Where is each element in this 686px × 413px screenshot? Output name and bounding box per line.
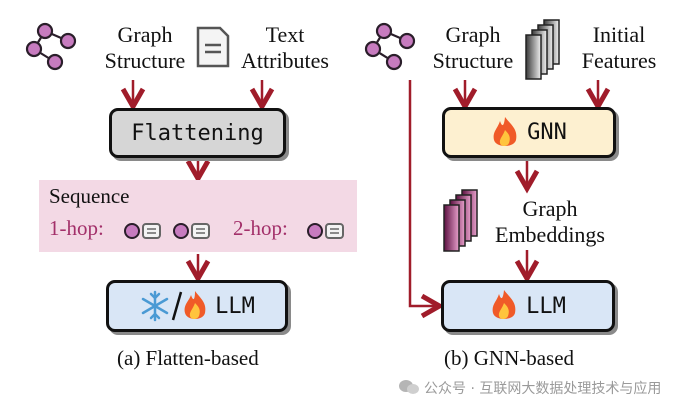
arrow	[408, 80, 437, 306]
feature-stack-icon	[443, 189, 478, 252]
hop1-label: 1-hop:	[49, 216, 104, 240]
text-token	[325, 223, 344, 239]
sequence-title: Sequence	[49, 184, 130, 208]
graph-structure-label: Graph Structure	[90, 22, 200, 74]
node-token	[173, 223, 189, 239]
text-attributes-label: Text Attributes	[230, 22, 340, 74]
text-token	[142, 223, 161, 239]
watermark-text: 公众号 · 互联网大数据处理技术与应用	[424, 381, 662, 397]
graph-icon	[25, 22, 77, 71]
slash	[171, 291, 183, 321]
sequence-panel: Sequence 1-hop: 2-hop:	[39, 180, 357, 252]
node-token	[307, 223, 323, 239]
llm-label: LLM	[526, 293, 566, 319]
initial-features-line2: Features	[581, 48, 657, 73]
caption-flatten: (a) Flatten-based	[117, 346, 259, 370]
graph-structure-line2: Structure	[104, 48, 186, 73]
fire-icon	[492, 290, 516, 319]
fire-icon	[184, 291, 206, 319]
feature-stack-icon	[525, 19, 560, 80]
text-token	[191, 223, 210, 239]
text-attributes-line2: Attributes	[241, 48, 329, 73]
gnn-label: GNN	[527, 120, 567, 145]
graph-structure-line1: Graph	[117, 22, 173, 47]
llm-box-frozen: LLM	[106, 280, 288, 332]
initial-features-label: Initial Features	[564, 22, 674, 74]
llm-label: LLM	[215, 293, 255, 319]
document-icon	[196, 26, 230, 68]
sequence-tokens	[124, 223, 344, 239]
graph-embeddings-line2: Embeddings	[495, 222, 605, 247]
llm-box-trainable: LLM	[441, 280, 615, 332]
snowflake-icon	[141, 290, 169, 322]
snowflake-fire-icons	[141, 290, 206, 322]
graph-embeddings-line1: Graph	[522, 196, 578, 221]
graph-structure-label-right: Graph Structure	[418, 22, 528, 74]
graph-embeddings-label: Graph Embeddings	[480, 196, 620, 248]
initial-features-line1: Initial	[592, 22, 646, 47]
flattening-box: Flattening	[109, 108, 286, 158]
node-token	[124, 223, 140, 239]
gnn-box: GNN	[442, 107, 616, 158]
graph-structure-line1: Graph	[445, 22, 501, 47]
wechat-icon	[399, 380, 419, 394]
flattening-label: Flattening	[131, 120, 264, 146]
caption-gnn: (b) GNN-based	[444, 346, 575, 370]
fire-icon	[493, 116, 517, 146]
text-attributes-line1: Text	[265, 22, 305, 47]
graph-structure-line2: Structure	[432, 48, 514, 73]
graph-icon	[364, 22, 416, 71]
hop2-label: 2-hop:	[233, 216, 288, 240]
